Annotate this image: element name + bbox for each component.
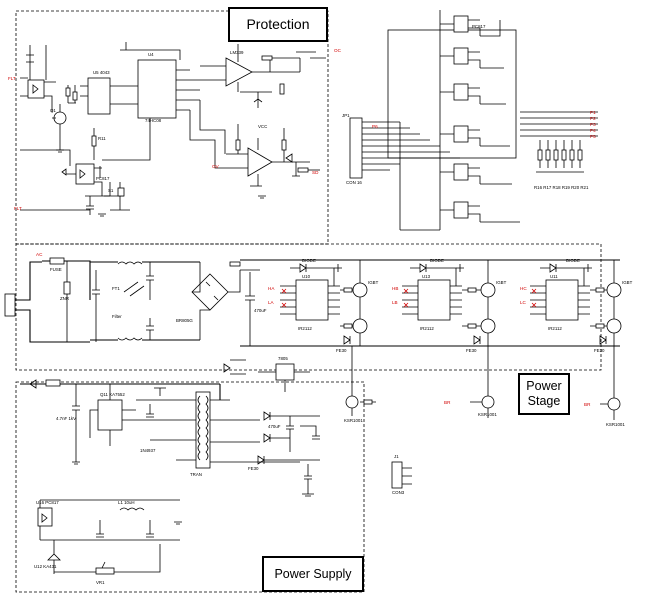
power-stage-circuit — [4, 257, 622, 420]
net-hin-c: HC — [520, 286, 527, 291]
label-driver-1: IR2112 — [298, 326, 312, 331]
label-ksr-1: KSR1001 — [344, 418, 363, 423]
label-ksr-2: KSR1001 — [478, 412, 497, 417]
net-shutdown: SD — [312, 170, 319, 175]
protection-title-text: Protection — [246, 16, 310, 32]
protection-title: Protection — [228, 7, 328, 42]
label-fe30-2: FE30 — [466, 348, 477, 353]
label-bridge: BR805G — [176, 318, 193, 323]
net-fault-in: FLT — [8, 76, 16, 81]
net-opto-2: P2 — [590, 116, 596, 121]
protection-region — [15, 10, 329, 245]
label-l1: L1 10uH — [118, 500, 135, 505]
net-labels: FLT FLT OC OV SD AC HA LA HB LB HC LC BR… — [8, 48, 596, 407]
label-u11: U11 — [550, 274, 558, 279]
label-ka431: U12 KA431 — [34, 564, 57, 569]
label-fe-diodes: FE30 — [248, 466, 259, 471]
label-igbt-2: IGBT — [496, 280, 507, 285]
label-diode-3: DIODE — [566, 258, 580, 263]
label-igbt-3: IGBT — [622, 280, 633, 285]
label-driver-2: IR2112 — [420, 326, 434, 331]
label-ksr-3: KSR1001 — [606, 422, 625, 427]
net-brake-2: BR — [584, 402, 591, 407]
label-tvs: 1N4937 — [140, 448, 156, 453]
label-diode-1: DIODE — [302, 258, 316, 263]
label-igbt-1: IGBT — [368, 280, 379, 285]
label-u4: U4 — [148, 52, 154, 57]
label-opto-pc817: PC817 — [472, 24, 486, 29]
net-lin-c: LC — [520, 300, 527, 305]
label-diode-2: DIODE — [430, 258, 444, 263]
net-opto-6: P6 — [372, 124, 378, 129]
net-lin-a: LA — [268, 300, 275, 305]
power-supply-title: Power Supply — [262, 556, 364, 592]
power-stage-region — [15, 243, 602, 371]
label-fe30-3: FE30 — [594, 348, 605, 353]
net-ocp: OC — [334, 48, 342, 53]
net-ac-in: AC — [36, 252, 43, 257]
label-fe30-1: FE30 — [336, 348, 347, 353]
power-supply-circuit — [20, 359, 412, 575]
net-hin-a: HA — [268, 286, 275, 291]
label-ka7552: Q11 KA7552 — [100, 392, 125, 397]
label-con16: CON 16 — [346, 180, 362, 185]
label-u13: U13 — [422, 274, 431, 279]
label-ft1: FT1 — [112, 286, 120, 291]
opto-bank — [349, 10, 598, 231]
label-resistor-bank: R16 R17 R18 R19 R20 R21 — [534, 185, 589, 190]
power-stage-title: Power Stage — [518, 373, 570, 415]
label-filter: Filter — [112, 314, 122, 319]
protection-circuit — [20, 42, 326, 217]
label-c-in: 4.7nF 1kV — [56, 416, 76, 421]
power-supply-region — [15, 381, 365, 593]
label-vcc-2: VCC — [258, 124, 267, 129]
label-znr: ZNR — [60, 296, 69, 301]
net-brake: BR — [444, 400, 451, 405]
power-supply-title-text: Power Supply — [274, 567, 352, 581]
label-u5: U5 4043 — [93, 70, 110, 75]
net-opto-5: P5 — [590, 134, 596, 139]
label-latch: 74HC08 — [145, 118, 162, 123]
label-q1: Q1 — [50, 108, 56, 113]
label-u10: U10 — [302, 274, 311, 279]
label-cout-1: 470uF — [268, 424, 281, 429]
label-tran: TRAN — [190, 472, 202, 477]
net-opto-1: P1 — [590, 110, 596, 115]
net-opto-3: P3 — [590, 122, 596, 127]
net-ovp: OV — [212, 164, 220, 169]
label-driver-3: IR2112 — [548, 326, 562, 331]
label-vr1: VR1 — [96, 580, 105, 585]
net-hin-b: HB — [392, 286, 398, 291]
label-s1: S1 — [108, 188, 114, 193]
label-j1: J1 — [394, 454, 399, 459]
net-opto-4: P4 — [590, 128, 596, 133]
label-opto-a: PC817 — [96, 176, 110, 181]
net-lin-b: LB — [392, 300, 398, 305]
power-stage-title-text: Power Stage — [526, 379, 562, 408]
label-bus-cap: 470uF — [254, 308, 267, 313]
label-u16: U16 PC817 — [36, 500, 59, 505]
part-labels: U5 4043 U4 74HC08 Q1 PC817 R11 S1 LM339 … — [34, 24, 633, 585]
label-r11: R11 — [98, 136, 106, 141]
net-fault-in-2: FLT — [14, 206, 22, 211]
label-con3: CON3 — [392, 490, 405, 495]
label-fuse: FUSE — [50, 267, 62, 272]
label-7805: 7805 — [278, 356, 288, 361]
label-lm339: LM339 — [230, 50, 244, 55]
label-jp1: JP1 — [342, 113, 350, 118]
